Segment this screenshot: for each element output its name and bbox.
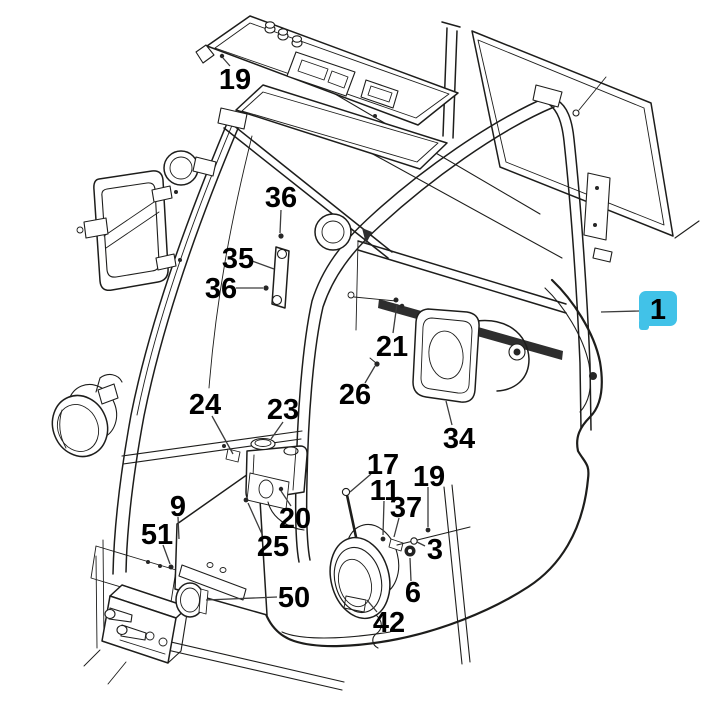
pillar-top-lamp xyxy=(163,150,217,186)
leader-line-34 xyxy=(445,400,453,426)
leader-line-9 xyxy=(177,516,180,540)
part-callout-24[interactable]: 24 xyxy=(189,389,221,421)
part-callout-35[interactable]: 35 xyxy=(222,243,254,275)
leader-line-11 xyxy=(382,500,385,536)
leader-line-21 xyxy=(392,303,398,334)
part-callout-36[interactable]: 36 xyxy=(265,182,297,214)
part-callout-37[interactable]: 37 xyxy=(390,492,422,524)
rear-window-glass xyxy=(471,30,700,239)
part-callout-21[interactable]: 21 xyxy=(376,331,408,363)
part-callout-26[interactable]: 26 xyxy=(339,379,371,411)
leader-lines xyxy=(162,57,640,613)
part-callout-42[interactable]: 42 xyxy=(373,607,405,639)
grab-handle xyxy=(76,170,182,292)
part-callout-9[interactable]: 9 xyxy=(170,491,186,523)
part-callout-1-selected[interactable]: 1 xyxy=(650,294,666,326)
part-callout-6[interactable]: 6 xyxy=(405,577,421,609)
part-callout-19[interactable]: 19 xyxy=(219,64,251,96)
leader-line-20 xyxy=(280,490,292,507)
part-callout-51[interactable]: 51 xyxy=(141,519,173,551)
front-round-lamp xyxy=(175,582,209,618)
leader-line-1 xyxy=(600,310,640,313)
roof-console-panel xyxy=(195,15,459,126)
part-callout-20[interactable]: 20 xyxy=(279,503,311,535)
leader-line-24 xyxy=(211,415,234,455)
roof-hatch-panel xyxy=(235,84,448,170)
front-beacon-lamp xyxy=(314,213,372,251)
part-callout-23[interactable]: 23 xyxy=(267,394,299,426)
part-callout-11[interactable]: 11 xyxy=(370,475,401,507)
support-strut xyxy=(263,233,290,309)
left-work-lamp xyxy=(51,373,123,458)
part-callout-19[interactable]: 19 xyxy=(413,461,445,493)
leader-line-23 xyxy=(270,421,284,440)
leader-line-37 xyxy=(393,517,400,538)
hinge-latch-block xyxy=(83,584,189,685)
door-opening-seal xyxy=(255,278,603,665)
rear-work-lamp xyxy=(412,308,530,403)
leader-line-26 xyxy=(364,365,376,384)
leader-line-17 xyxy=(349,473,372,493)
leader-line-3 xyxy=(416,541,426,547)
part-callout-36[interactable]: 36 xyxy=(205,273,237,305)
leader-line-42 xyxy=(366,599,378,613)
leader-line-36 xyxy=(279,209,282,234)
leader-line-19 xyxy=(222,57,231,67)
leader-line-6 xyxy=(409,557,412,582)
cab-frame xyxy=(90,53,613,691)
part-callout-17[interactable]: 17 xyxy=(367,449,399,481)
leader-line-25 xyxy=(247,502,263,535)
part-callout-3[interactable]: 3 xyxy=(427,534,443,566)
part-callout-34[interactable]: 34 xyxy=(443,423,475,455)
part-callout-25[interactable]: 25 xyxy=(257,531,289,563)
lower-window-panel xyxy=(174,466,268,616)
leader-line-51 xyxy=(162,544,171,565)
part-callout-50[interactable]: 50 xyxy=(278,582,310,614)
leader-line-50 xyxy=(205,596,278,601)
selected-part-highlight-tab xyxy=(639,319,649,330)
leader-line-35 xyxy=(251,260,275,270)
washer-reservoir xyxy=(243,437,308,531)
oval-work-lamp xyxy=(329,487,471,649)
selected-part-highlight[interactable] xyxy=(639,291,677,326)
